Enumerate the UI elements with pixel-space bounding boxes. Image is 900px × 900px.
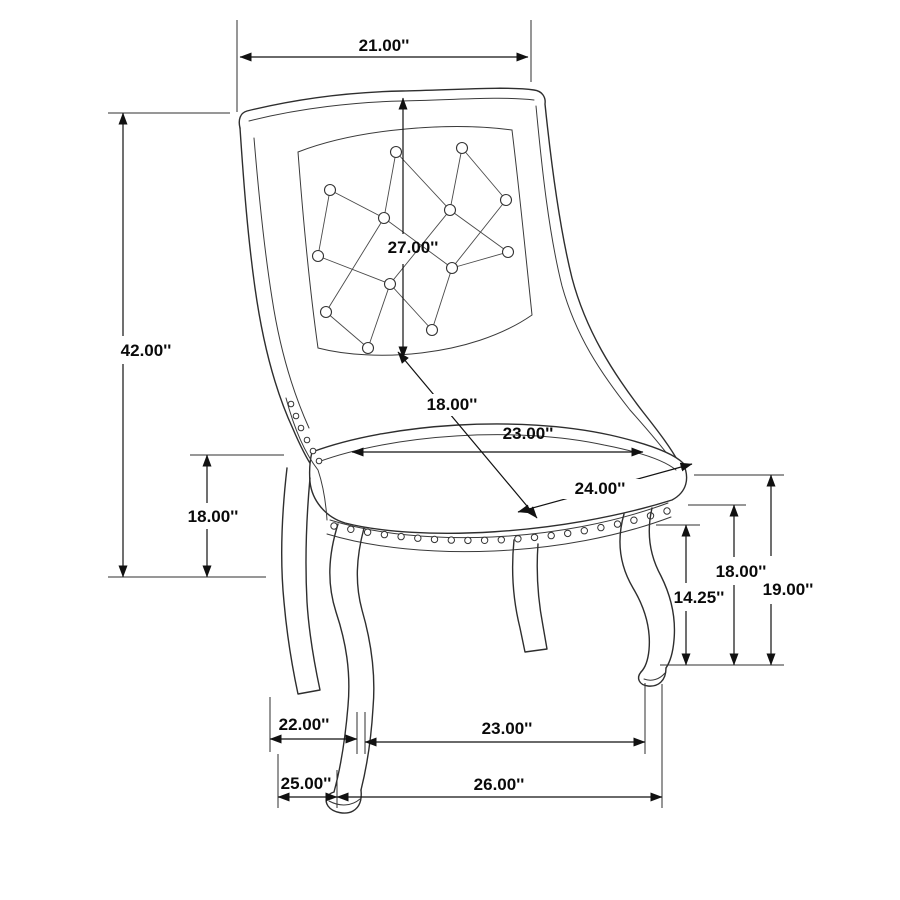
back-right-leg	[511, 539, 548, 653]
dim-label-base-depth: 25.00''	[281, 774, 332, 793]
chair-tufted-panel-outline	[297, 126, 533, 356]
dim-line-seat-diagonal	[397, 351, 538, 519]
dim-label-apron-height: 14.25''	[674, 588, 725, 607]
dim-label-leg-span-front: 23.00''	[482, 719, 533, 738]
seat-rail-lower-line	[326, 516, 672, 553]
dim-label-seat-height: 18.00''	[716, 562, 767, 581]
dim-label-seat-diagonal: 18.00''	[427, 395, 478, 414]
dim-label-seat-front-diagonal: 24.00''	[575, 479, 626, 498]
seat-piping-line	[317, 434, 677, 471]
dim-label-leg-span-side: 22.00''	[279, 715, 330, 734]
seat-cushion	[308, 423, 688, 535]
dim-label-seat-width: 23.00''	[503, 424, 554, 443]
front-left-leg	[325, 523, 375, 814]
dimensions: 21.00'' 42.00'' 27.00'' 18.00'' 23.00'' …	[118, 36, 814, 802]
arm-nailhead-trim	[287, 400, 323, 465]
left-arm-front-edge	[285, 397, 328, 521]
label-backing	[560, 479, 640, 499]
label-backing	[414, 394, 490, 416]
dim-label-arm-height: 18.00''	[188, 507, 239, 526]
tufting-buttons	[311, 141, 515, 355]
chair-illustration	[238, 87, 688, 814]
chair-right-wing-inner-line	[535, 105, 631, 411]
chair-left-wing-inner-line	[253, 137, 310, 429]
dim-label-seat-height-back: 19.00''	[763, 580, 814, 599]
chair-back-outline	[238, 87, 680, 464]
front-right-leg	[619, 507, 676, 687]
dim-label-back-height: 27.00''	[388, 238, 439, 257]
dim-label-base-width: 26.00''	[474, 775, 525, 794]
back-left-leg	[280, 467, 321, 695]
dim-label-overall-height: 42.00''	[121, 341, 172, 360]
chair-back-left-edge	[239, 127, 314, 469]
dim-label-top-width: 21.00''	[359, 36, 410, 55]
